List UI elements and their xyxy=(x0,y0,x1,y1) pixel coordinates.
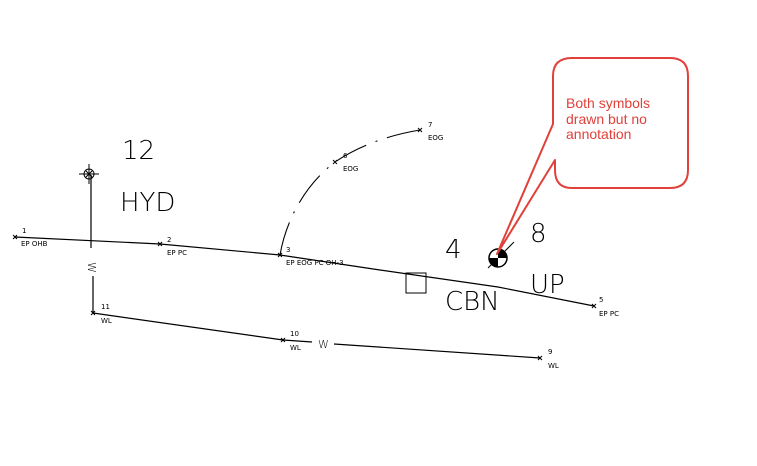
catch-basin-number: 4 xyxy=(445,235,462,265)
point-marker xyxy=(591,303,597,309)
point-code: EP EOG PC OH-3 xyxy=(286,259,344,267)
point-marker xyxy=(280,337,286,343)
point-number: 7 xyxy=(428,121,432,129)
point-number: 10 xyxy=(290,330,299,338)
callout-bubble xyxy=(496,57,689,255)
point-number: 2 xyxy=(167,236,171,244)
point-marker xyxy=(277,252,283,258)
point-marker xyxy=(537,355,543,361)
hydrant-number: 12 xyxy=(122,136,155,166)
point-number: 9 xyxy=(548,348,552,356)
point-code: WL xyxy=(290,344,301,352)
point-code: WL xyxy=(548,362,559,370)
point-code: WL xyxy=(101,317,112,325)
catch-basin-label: CBN xyxy=(445,287,500,317)
point-number: 6 xyxy=(343,152,348,160)
catch-basin-icon xyxy=(405,272,427,294)
water-line-segment-10-marker xyxy=(282,339,313,343)
point-marker xyxy=(332,159,338,165)
edge-of-gravel-line xyxy=(279,129,421,256)
water-line-segment-11-10 xyxy=(92,312,284,341)
point-code: EOG xyxy=(428,134,443,142)
point-code: EP PC xyxy=(599,310,619,318)
utility-pole-icon xyxy=(487,241,515,269)
point-markers xyxy=(12,127,597,361)
water-line-marker: W xyxy=(318,338,329,351)
point-marker xyxy=(417,127,423,133)
point-number: 3 xyxy=(286,246,290,254)
point-number: 11 xyxy=(101,303,110,311)
point-marker xyxy=(90,310,96,316)
callout-shape xyxy=(496,57,689,255)
utility-pole-number: 8 xyxy=(530,219,547,249)
point-code: EOG xyxy=(343,165,358,173)
point-number: 5 xyxy=(599,296,603,304)
point-marker xyxy=(12,234,18,240)
point-code: EP OHB xyxy=(21,240,48,248)
water-line-segment-marker-9 xyxy=(333,343,541,359)
hydrant-icon xyxy=(79,164,99,184)
water-line-marker-vertical: W xyxy=(85,262,98,273)
hydrant-label: HYD xyxy=(120,188,175,218)
point-marker xyxy=(157,241,163,247)
utility-pole-label: UP xyxy=(530,270,565,300)
point-number: 1 xyxy=(22,227,26,235)
edge-of-pavement-line xyxy=(14,236,595,307)
callout-text: Both symbols drawn but no annotation xyxy=(566,95,651,142)
point-code: EP PC xyxy=(167,249,187,257)
